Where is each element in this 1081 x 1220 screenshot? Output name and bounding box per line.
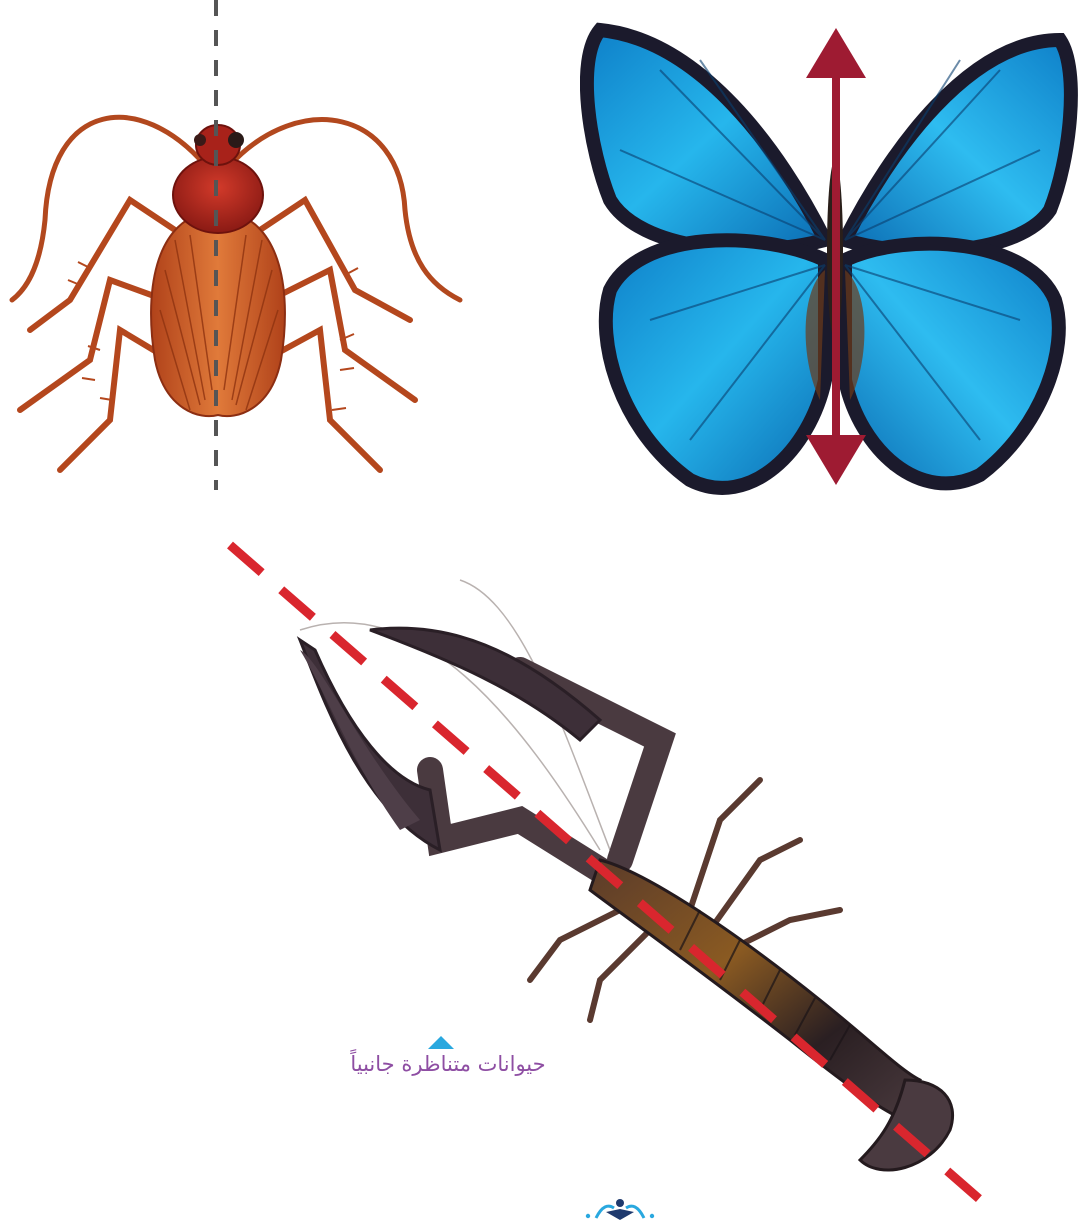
figure-caption: حيوانات متناظرة جانبياً [318, 1052, 578, 1076]
cockroach-illustration [0, 0, 480, 500]
publisher-logo-icon [580, 1198, 660, 1220]
butterfly-illustration [580, 0, 1080, 520]
caption-marker-icon [428, 1036, 454, 1049]
crayfish-photo [0, 520, 1081, 1220]
